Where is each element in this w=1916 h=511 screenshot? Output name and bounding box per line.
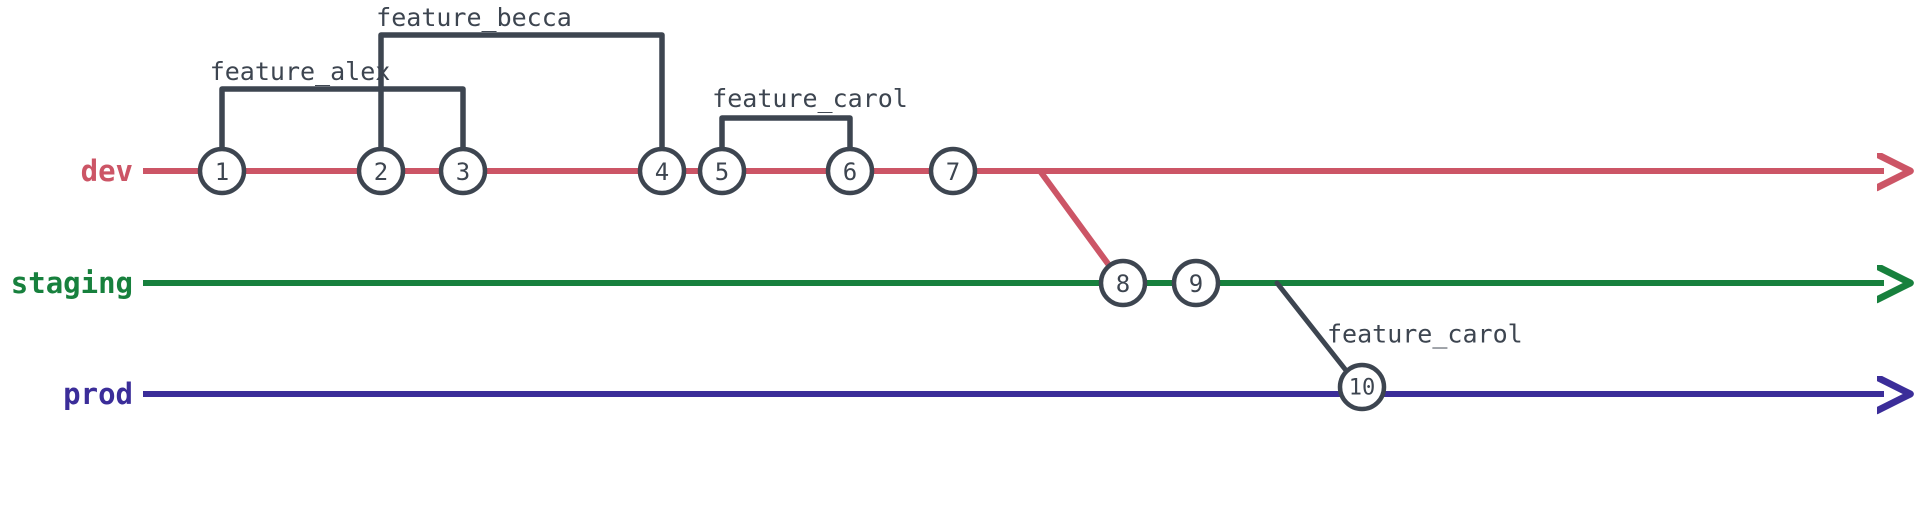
feature-label-feature-carol: feature_carol bbox=[712, 84, 908, 113]
commit-node-1[interactable] bbox=[197, 146, 247, 196]
commit-node-2[interactable] bbox=[356, 146, 406, 196]
branch-label-staging: staging bbox=[10, 266, 133, 300]
branch-edge-staging-to-prod bbox=[1274, 280, 1355, 381]
merge-edge-dev-to-staging bbox=[1037, 168, 1117, 275]
feature-brackets bbox=[219, 32, 853, 163]
commit-nodes bbox=[197, 146, 1387, 412]
bracket-feature-carol bbox=[719, 115, 853, 163]
feature-label-feature-carol-prod: feature_carol bbox=[1327, 319, 1523, 349]
merge-edges bbox=[1037, 168, 1355, 381]
bracket-feature-becca bbox=[378, 32, 665, 163]
commit-node-9[interactable] bbox=[1171, 258, 1221, 308]
commit-node-6[interactable] bbox=[825, 146, 875, 196]
commit-node-10[interactable] bbox=[1337, 362, 1387, 412]
commit-node-5[interactable] bbox=[697, 146, 747, 196]
bracket-feature-alex bbox=[219, 86, 466, 163]
branch-label-prod: prod bbox=[63, 377, 133, 411]
branch-label-dev: dev bbox=[80, 154, 133, 188]
feature-label-feature-becca: feature_becca bbox=[376, 3, 572, 32]
commit-node-4[interactable] bbox=[637, 146, 687, 196]
commit-node-8[interactable] bbox=[1098, 258, 1148, 308]
commit-node-7[interactable] bbox=[928, 146, 978, 196]
feature-label-feature-alex: feature_alex bbox=[209, 57, 391, 86]
branch-lines bbox=[143, 171, 1884, 394]
commit-node-3[interactable] bbox=[438, 146, 488, 196]
